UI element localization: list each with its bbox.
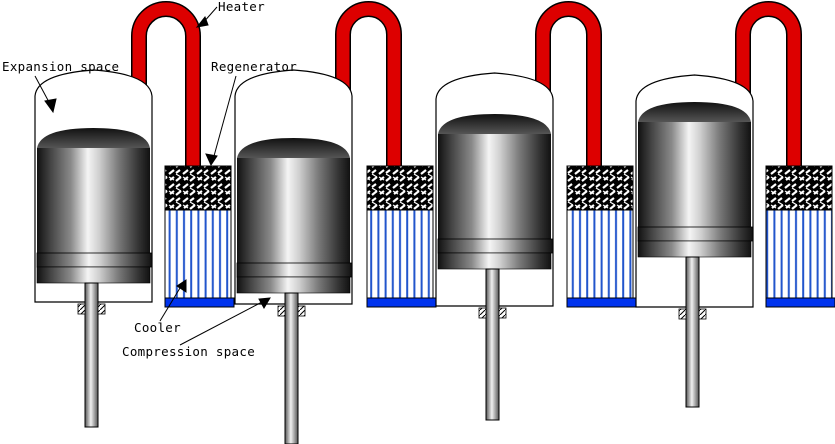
cooler-arrowhead [176, 279, 187, 293]
piston-dome [638, 102, 751, 122]
piston-skirt [437, 252, 552, 270]
regenerator-tubes [566, 209, 634, 299]
expansion-arrowhead [44, 98, 57, 114]
heater-tube [132, 2, 200, 167]
seal-right [698, 308, 707, 320]
regenerator-label: Regenerator [211, 59, 297, 74]
cooler [366, 297, 437, 308]
seal-left [277, 305, 286, 317]
piston-dome [237, 138, 350, 158]
regenerator-leader [213, 75, 237, 157]
leader-arrows [34, 6, 271, 346]
engine-stage-1 [34, 1, 235, 428]
cooler [765, 297, 835, 308]
piston-skirt [236, 276, 351, 294]
seal-right [97, 303, 106, 315]
compression-leader [179, 301, 263, 346]
cooler [164, 297, 235, 308]
heater-tube [336, 2, 401, 167]
compression-arrowhead [258, 297, 271, 309]
expansion-space-label: Expansion space [2, 59, 119, 74]
piston-body [37, 148, 150, 253]
piston-rod [685, 256, 700, 408]
regenerator-tubes [164, 209, 232, 299]
cooler [566, 297, 637, 308]
piston-body [237, 158, 350, 263]
heater-label: Heater [218, 0, 265, 14]
piston-dome [37, 128, 150, 148]
regenerator-tubes [366, 209, 434, 299]
piston-rod [485, 268, 500, 421]
seal-left [478, 307, 487, 319]
heater-tube [536, 2, 601, 167]
seal-right [498, 307, 507, 319]
expansion-leader [34, 75, 51, 105]
heater-tube [736, 2, 801, 167]
regenerator-arrowhead [205, 153, 218, 167]
piston-ring [437, 238, 554, 254]
engine-stage-2 [234, 1, 437, 444]
seal-left [678, 308, 687, 320]
piston-ring [236, 262, 353, 278]
engine-stage-3 [435, 1, 637, 421]
piston-skirt [36, 266, 151, 284]
engine-stage-4 [635, 1, 835, 408]
piston-skirt [637, 240, 752, 258]
cooler-label: Cooler [134, 320, 181, 335]
piston-ring [637, 226, 754, 242]
piston-rod [284, 292, 299, 444]
piston-rod [84, 282, 99, 428]
regenerator-mesh [566, 165, 634, 211]
seal-right [297, 305, 306, 317]
regenerator-mesh [765, 165, 833, 211]
regenerator-mesh [164, 165, 232, 211]
cooler-leader [159, 287, 181, 322]
compression-space-label: Compression space [122, 344, 255, 359]
piston-dome [438, 114, 551, 134]
piston-ring [36, 252, 153, 268]
regenerator-mesh [366, 165, 434, 211]
piston-body [438, 134, 551, 239]
regenerator-tubes [765, 209, 833, 299]
piston-body [638, 122, 751, 227]
heater-arrowhead [195, 16, 209, 28]
seal-left [77, 303, 86, 315]
